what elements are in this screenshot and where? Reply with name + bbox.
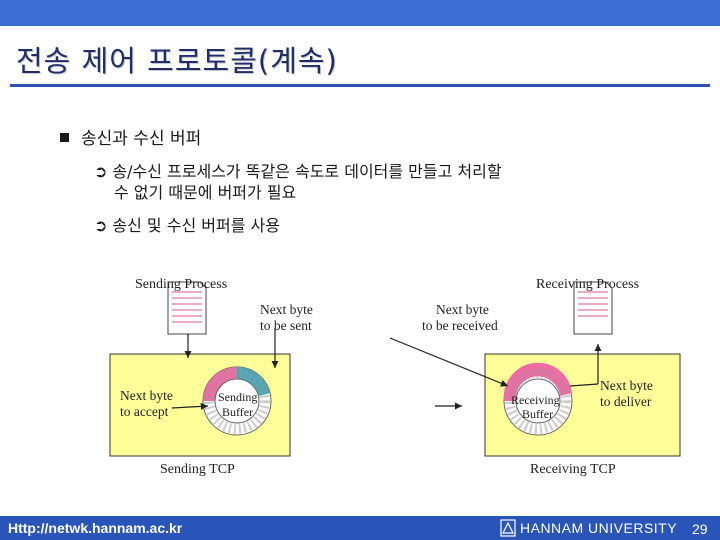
sending-buffer-label-1: Sending [218, 390, 257, 404]
sending-buffer-label-2: Buffer [222, 405, 253, 419]
sub-item-2: ➲송신 및 수신 버퍼를 사용 [94, 215, 280, 236]
bullet-text: 송신과 수신 버퍼 [81, 129, 202, 149]
footer-bar [0, 516, 720, 540]
footer-university: HANNAM UNIVERSITY [520, 520, 678, 536]
arrow-bullet-icon: ➲ [94, 216, 108, 235]
university-logo-icon [500, 519, 516, 537]
slide-title: 전송 제어 프로토콜(계속) [16, 44, 338, 78]
square-bullet-icon [60, 133, 69, 142]
sub-item-1-line1: 송/수신 프로세스가 똑같은 속도로 데이터를 만들고 처리할 [112, 162, 502, 181]
receiving-tcp-label: Receiving TCP [530, 462, 616, 477]
arrow-bullet-icon: ➲ [94, 162, 108, 181]
tcp-buffer-diagram: Sending Process Receiving Process Next b… [100, 268, 690, 483]
top-bar [0, 0, 720, 26]
page-number: 29 [692, 521, 708, 537]
sending-process-document-icon [167, 281, 207, 335]
next-byte-deliver-label-2: to deliver [600, 394, 652, 409]
next-byte-sent-label-2: to be sent [260, 318, 312, 333]
next-byte-accept-label-2: to accept [120, 404, 169, 419]
sending-process-label: Sending Process [135, 277, 227, 292]
receiving-buffer-label-1: Receiving [511, 393, 560, 407]
next-byte-sent-label-1: Next byte [260, 302, 313, 317]
sub-item-1-line2: 수 없기 때문에 버퍼가 필요 [114, 183, 297, 202]
receiving-buffer-label-2: Buffer [522, 407, 553, 421]
next-byte-accept-label-1: Next byte [120, 388, 173, 403]
receiving-buffer-ring [503, 362, 573, 436]
bullet-item: 송신과 수신 버퍼 [60, 124, 201, 149]
sub-item-1: ➲송/수신 프로세스가 똑같은 속도로 데이터를 만들고 처리할 수 없기 때문… [94, 161, 502, 203]
receiving-process-document-icon [573, 281, 613, 335]
title-underline [10, 84, 710, 87]
receiving-process-label: Receiving Process [536, 277, 639, 292]
sending-buffer-ring [202, 366, 272, 436]
next-byte-received-label-1: Next byte [436, 302, 489, 317]
sub-item-2-text: 송신 및 수신 버퍼를 사용 [112, 216, 280, 235]
sending-tcp-label: Sending TCP [160, 462, 235, 477]
next-byte-received-label-2: to be received [422, 318, 498, 333]
next-byte-deliver-label-1: Next byte [600, 378, 653, 393]
footer-url: Http://netwk.hannam.ac.kr [8, 520, 183, 536]
